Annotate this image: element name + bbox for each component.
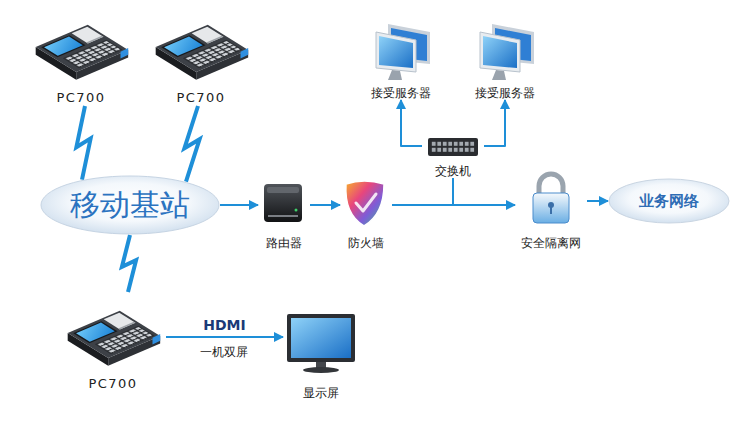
device-node: 安全隔离网: [515, 170, 587, 250]
ellipse-node: 移动基站: [40, 175, 220, 235]
node-label: PC700: [88, 376, 137, 392]
device-node: 显示屏: [283, 312, 359, 400]
edge-label: HDMI: [201, 317, 247, 334]
device-node: PC700: [28, 8, 134, 106]
node-label: PC700: [176, 90, 225, 106]
wireless-link: [76, 106, 90, 180]
router-icon: [264, 184, 302, 222]
device-node: 接受服务器: [471, 22, 539, 100]
firewall-icon: [346, 181, 384, 226]
pos-terminal-icon: [68, 311, 161, 366]
ellipse-shape: [41, 176, 219, 234]
lock-icon: [533, 174, 569, 223]
node-label: 显示屏: [303, 386, 339, 400]
device-node: PC700: [148, 8, 254, 106]
device-node: 防火墙: [340, 178, 392, 250]
connector-arrow: [587, 200, 608, 202]
node-label: 接受服务器: [475, 86, 535, 100]
node-title: 业务网络: [639, 192, 699, 210]
pos-terminal-icon: [36, 25, 129, 80]
pos-terminal-icon: [156, 25, 249, 80]
node-label: 接受服务器: [371, 86, 431, 100]
connector-arrow: [310, 204, 340, 206]
connector-arrow: [166, 336, 283, 338]
node-label: 防火墙: [348, 236, 384, 250]
connector-arrow: [401, 100, 422, 146]
device-node: 交换机: [422, 134, 484, 178]
connector-arrow: [392, 178, 453, 205]
caption-label: 一机双屏: [200, 345, 248, 359]
node-label: 交换机: [435, 164, 471, 178]
wireless-link: [122, 235, 136, 292]
server-icon: [480, 24, 534, 80]
node-label: 路由器: [266, 236, 302, 250]
monitor-icon: [287, 314, 355, 373]
connector-arrow: [484, 100, 505, 146]
switch-icon: [428, 138, 478, 156]
device-node: 接受服务器: [367, 22, 435, 100]
device-node: 路由器: [258, 180, 310, 250]
ellipse-node: 业务网络: [608, 178, 730, 224]
ellipse-shape: [609, 179, 729, 223]
wireless-link: [184, 106, 199, 182]
connector-arrow: [220, 204, 258, 206]
node-title: 移动基站: [70, 187, 190, 223]
device-node: PC700: [60, 292, 166, 392]
server-icon: [376, 24, 430, 80]
node-label: 安全隔离网: [521, 236, 581, 250]
node-label: PC700: [56, 90, 105, 106]
